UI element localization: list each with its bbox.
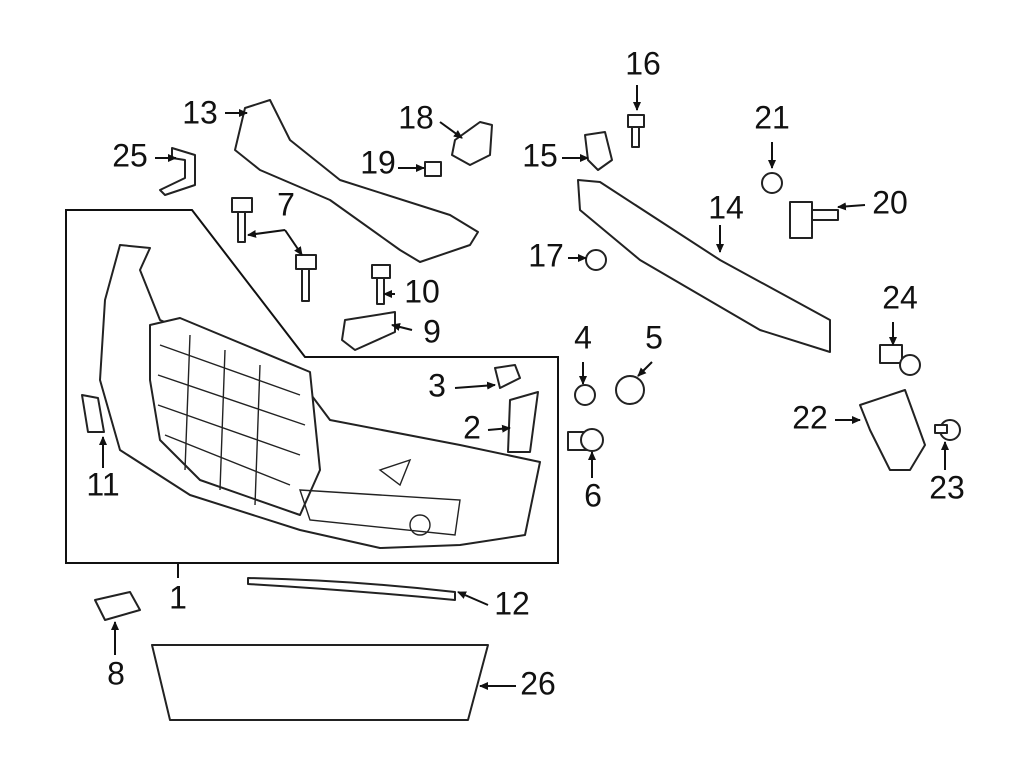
callout-labels: 1 2 3 4 5 6 7 8 9 10 11 12 13 14 15 16 1… [86, 45, 964, 701]
callout-15: 15 [522, 137, 558, 173]
callout-1: 1 [169, 579, 187, 615]
callout-13: 13 [182, 94, 218, 130]
callout-23: 23 [929, 469, 965, 505]
bracket-18-part [451, 121, 493, 166]
bumper-cover-part [99, 244, 541, 549]
callout-17: 17 [528, 237, 564, 273]
callout-18: 18 [398, 99, 434, 135]
callout-10: 10 [404, 273, 440, 309]
callout-6: 6 [584, 477, 602, 513]
callout-26: 26 [520, 665, 556, 701]
callout-24: 24 [882, 279, 918, 315]
bolts [231, 114, 961, 471]
callout-20: 20 [872, 184, 908, 220]
callout-16: 16 [625, 45, 661, 81]
reflector-part [81, 394, 105, 433]
impact-bar-part [577, 179, 831, 353]
callout-2: 2 [463, 409, 481, 445]
bracket-15-part [584, 131, 613, 171]
upper-shield-part [234, 99, 479, 263]
assembly-box [65, 209, 559, 564]
callout-12: 12 [494, 585, 530, 621]
callout-11: 11 [86, 466, 119, 502]
bracket-25-part [159, 147, 196, 196]
callout-14: 14 [708, 189, 744, 225]
callout-3: 3 [428, 367, 446, 403]
leader-lines [99, 85, 949, 690]
callout-5: 5 [645, 319, 663, 355]
callout-4: 4 [574, 319, 592, 355]
callout-22: 22 [792, 399, 828, 435]
molding-part [247, 577, 456, 601]
callout-25: 25 [112, 137, 148, 173]
lower-grille-part [151, 644, 489, 721]
clip-part [94, 591, 141, 621]
callout-19: 19 [360, 144, 396, 180]
callout-21: 21 [754, 99, 790, 135]
callout-8: 8 [107, 655, 125, 691]
callout-7: 7 [277, 186, 295, 222]
callout-9: 9 [423, 313, 441, 349]
